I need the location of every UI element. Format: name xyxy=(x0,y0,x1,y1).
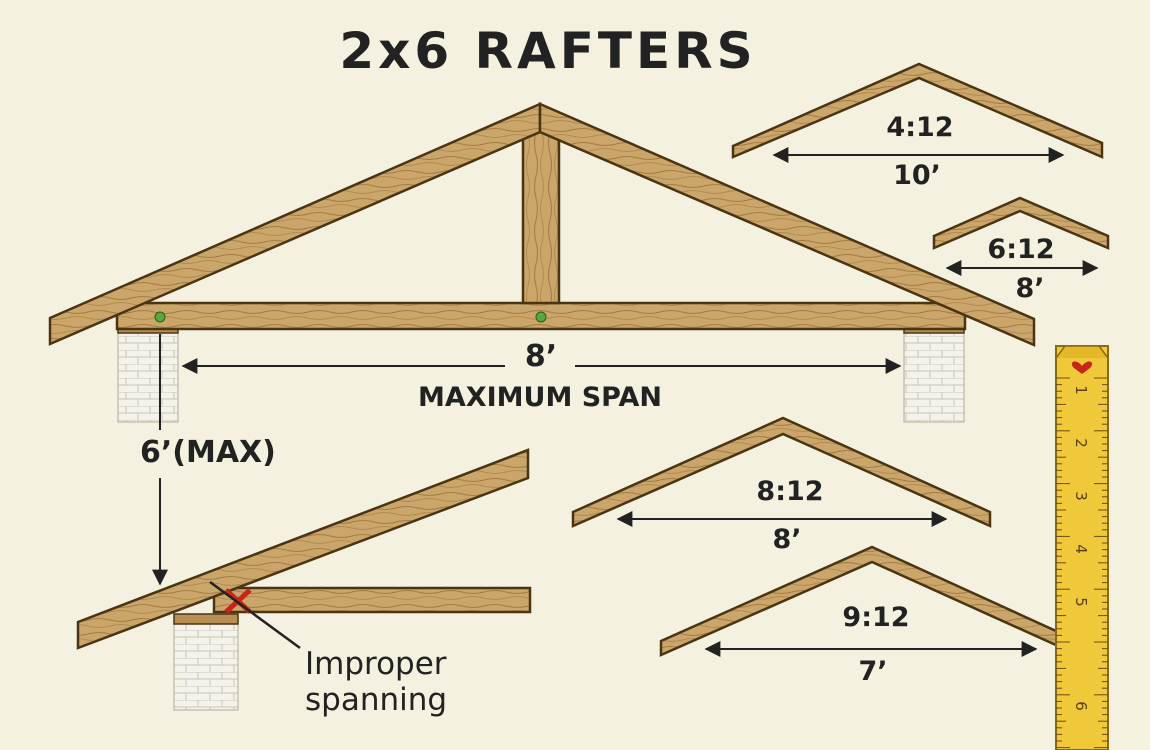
pitch-span-label: 10’ xyxy=(893,160,941,191)
nail-marker xyxy=(535,311,547,323)
left-wall xyxy=(117,329,179,423)
detail-rafter xyxy=(76,448,530,650)
tape-number: 1 xyxy=(1072,385,1090,395)
pitch-label: 6:12 xyxy=(987,234,1054,265)
detail-joist xyxy=(212,586,532,614)
measuring-tape: 1 2 3 4 5 6 xyxy=(1055,345,1109,750)
king-post xyxy=(521,128,561,305)
pitch-label: 8:12 xyxy=(756,476,823,507)
span-caption: MAXIMUM SPAN xyxy=(418,382,662,413)
span-label: 8’ xyxy=(525,339,557,374)
pitch-label: 9:12 xyxy=(842,602,909,633)
tape-ticks xyxy=(1056,377,1108,749)
detail-wall xyxy=(173,621,239,711)
tape-number: 5 xyxy=(1072,597,1090,607)
overhang-detail: 6’(MAX) Improper spanning xyxy=(76,334,532,718)
main-truss: 8’ MAXIMUM SPAN xyxy=(48,102,1036,423)
tape-number: 4 xyxy=(1072,544,1090,554)
pitch-example-9-12: 9:12 7’ xyxy=(659,545,1080,687)
pitch-example-6-12: 6:12 8’ xyxy=(932,196,1110,304)
right-wall xyxy=(903,329,965,423)
warning-leader xyxy=(209,580,301,650)
tape-number: 6 xyxy=(1072,701,1090,711)
pitch-label: 4:12 xyxy=(886,112,953,143)
tape-number: 2 xyxy=(1072,438,1090,448)
diagram-title: 2x6 RAFTERS xyxy=(339,22,756,80)
warning-text-line-2: spanning xyxy=(305,682,447,718)
tape-number: 3 xyxy=(1072,491,1090,501)
pitch-span-label: 8’ xyxy=(772,524,801,555)
warning-text-line-1: Improper xyxy=(305,646,447,682)
tape-heart-icon xyxy=(1071,361,1093,374)
nail-marker xyxy=(154,311,166,323)
pitch-span-label: 7’ xyxy=(858,656,887,687)
pitch-span-label: 8’ xyxy=(1015,273,1044,304)
right-rafter xyxy=(538,102,1036,347)
pitch-example-4-12: 4:12 10’ xyxy=(731,62,1104,191)
overhang-label: 6’(MAX) xyxy=(140,435,276,470)
pitch-example-8-12: 8:12 8’ xyxy=(571,416,992,555)
